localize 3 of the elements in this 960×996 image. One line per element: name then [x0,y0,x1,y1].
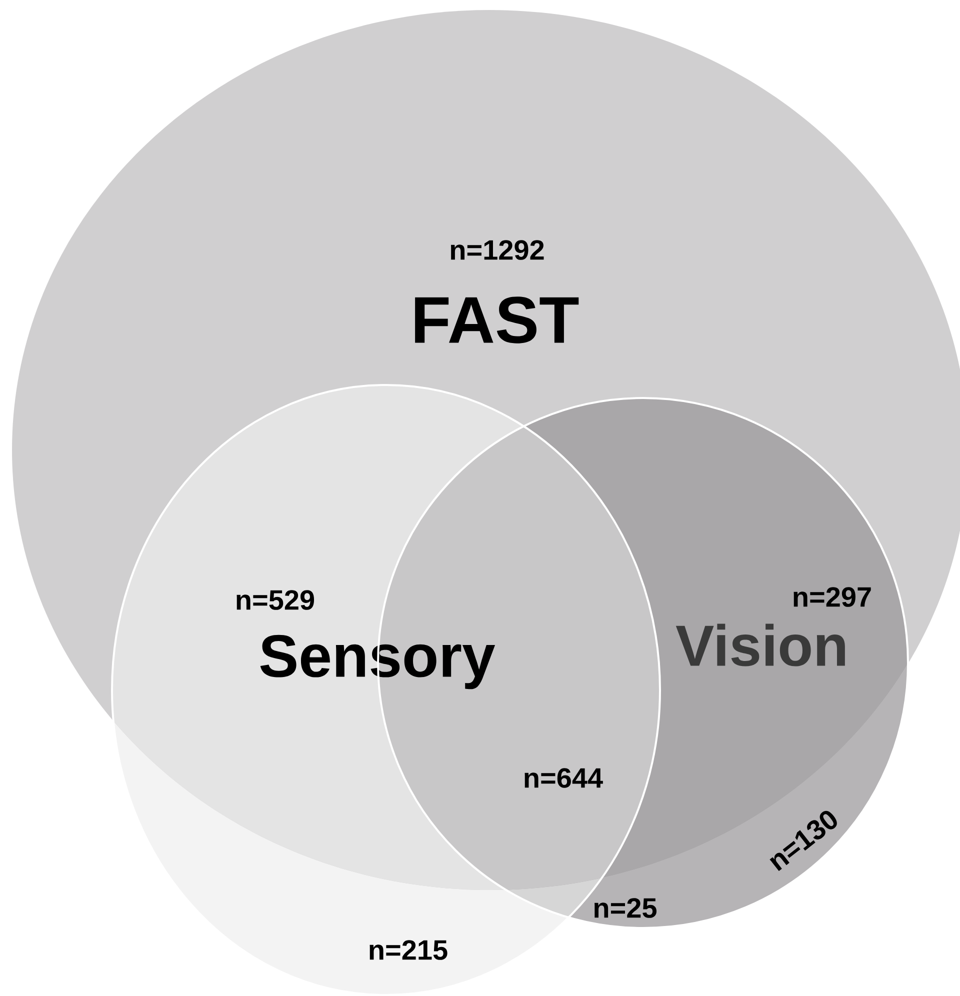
count-label: n=215 [370,940,448,960]
count-label: n=644 [524,768,603,788]
count-label: n=25 [594,898,657,918]
